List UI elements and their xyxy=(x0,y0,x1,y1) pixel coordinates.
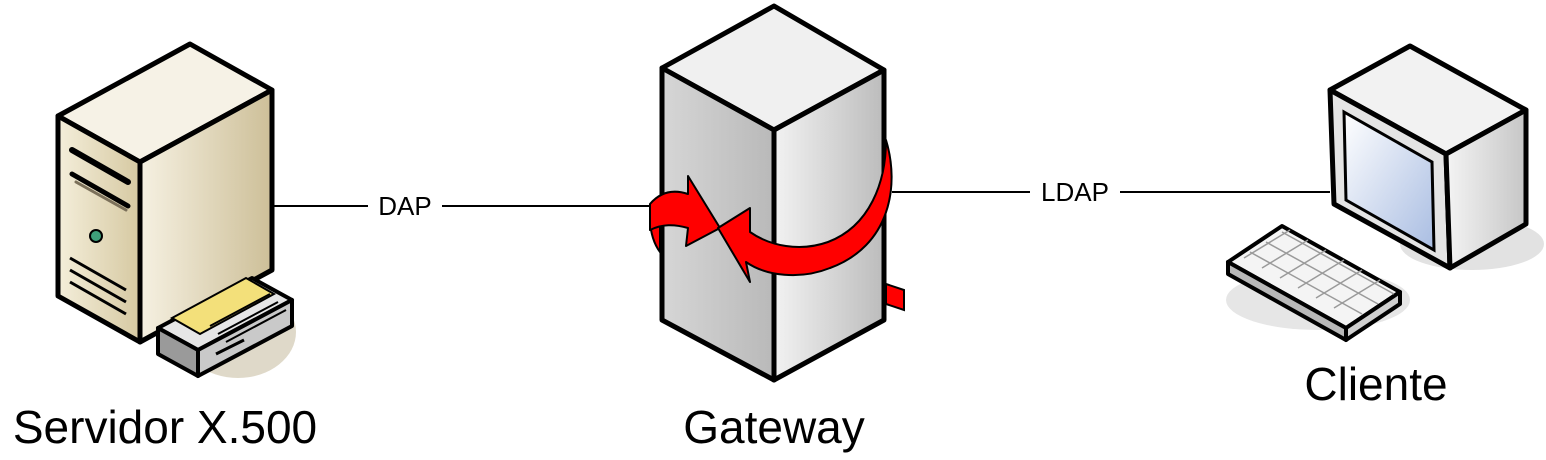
node-label-server: Servidor X.500 xyxy=(13,401,317,453)
node-label-client: Cliente xyxy=(1304,358,1447,410)
conversion-arrow-tail xyxy=(885,282,905,312)
conversion-arrow-left xyxy=(717,139,893,283)
conversion-arrow-right xyxy=(649,175,721,247)
node-label-gateway: Gateway xyxy=(683,401,865,453)
edge-dap-label: DAP xyxy=(378,191,431,221)
conversion-arrows xyxy=(649,139,905,312)
edge-ldap-label: LDAP xyxy=(1041,177,1109,207)
desktop-computer-icon xyxy=(1226,43,1544,342)
server-tower-with-tape-drive-icon xyxy=(55,41,296,378)
